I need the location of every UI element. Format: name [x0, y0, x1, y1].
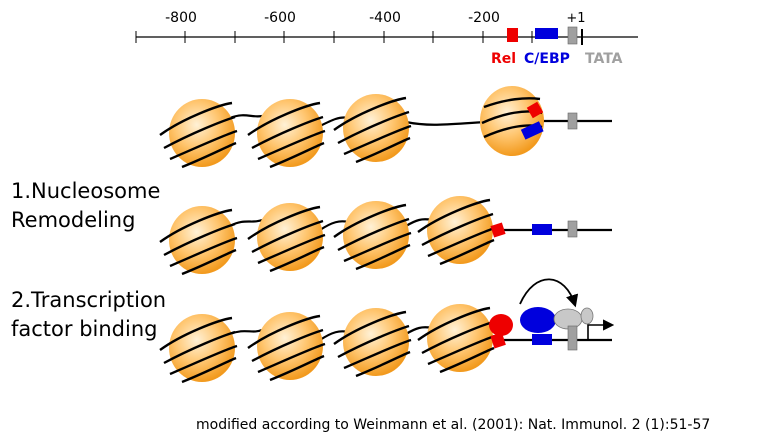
- tata-box: [567, 220, 578, 238]
- nucleosome: [247, 99, 326, 169]
- tick-label-800: -800: [165, 10, 197, 26]
- step-1-line-1: 1.Nucleosome: [11, 179, 161, 203]
- position-scale: -800 -600 -400 -200 +1 Rel C/EBP TATA: [135, 10, 638, 67]
- step-2-line-2: factor binding: [11, 317, 158, 341]
- nucleosome: [247, 203, 326, 273]
- tata-box: [567, 325, 578, 351]
- nucleosome: [159, 99, 238, 169]
- step-2-line-1: 2.Transcription: [11, 288, 167, 312]
- dna-strand: [229, 326, 612, 342]
- nucleosome: [159, 314, 238, 384]
- rel-site: [490, 222, 506, 238]
- nucleosome: [333, 94, 412, 164]
- nucleosome: [333, 308, 412, 378]
- tata-box-marker: [567, 26, 578, 45]
- rel-site-marker: [507, 28, 518, 42]
- citation-caption: modified according to Weinmann et al. (2…: [196, 417, 711, 433]
- tata-label: TATA: [585, 51, 623, 67]
- cebp-site: [532, 334, 552, 345]
- step-1-line-2: Remodeling: [11, 208, 136, 232]
- nucleosome: [159, 206, 238, 276]
- row-closed-chromatin: [159, 86, 612, 169]
- dna-strand: [229, 114, 612, 127]
- row-remodeled: [159, 196, 612, 276]
- rel-site: [490, 332, 506, 349]
- nucleosome: [417, 196, 496, 266]
- rel-factor: [489, 314, 513, 336]
- tick-label-400: -400: [369, 10, 401, 26]
- nucleosome-covering-promoter: [480, 86, 544, 156]
- cebp-site-marker: [535, 28, 558, 39]
- cebp-factor: [520, 307, 556, 333]
- dna-strand: [229, 218, 612, 232]
- activation-arrow: [519, 278, 579, 308]
- rel-label: Rel: [491, 51, 516, 67]
- nucleosome: [247, 312, 326, 382]
- cebp-site: [532, 224, 552, 235]
- step-1-label: 1.Nucleosome Remodeling: [11, 177, 160, 235]
- rna-polymerase: [553, 307, 594, 330]
- row-factor-binding: [159, 278, 615, 384]
- tata-box: [567, 112, 578, 130]
- nucleosome: [417, 304, 496, 374]
- nucleosome: [333, 201, 412, 271]
- tick-label-plus1: +1: [566, 11, 585, 26]
- step-2-label: 2.Transcription factor binding: [11, 286, 166, 344]
- transcription-start-arrow: [587, 319, 615, 340]
- cebp-label: C/EBP: [524, 51, 570, 67]
- cebp-site: [520, 121, 544, 140]
- tick-label-200: -200: [468, 10, 500, 26]
- rel-site: [526, 101, 544, 119]
- tick-label-600: -600: [264, 10, 296, 26]
